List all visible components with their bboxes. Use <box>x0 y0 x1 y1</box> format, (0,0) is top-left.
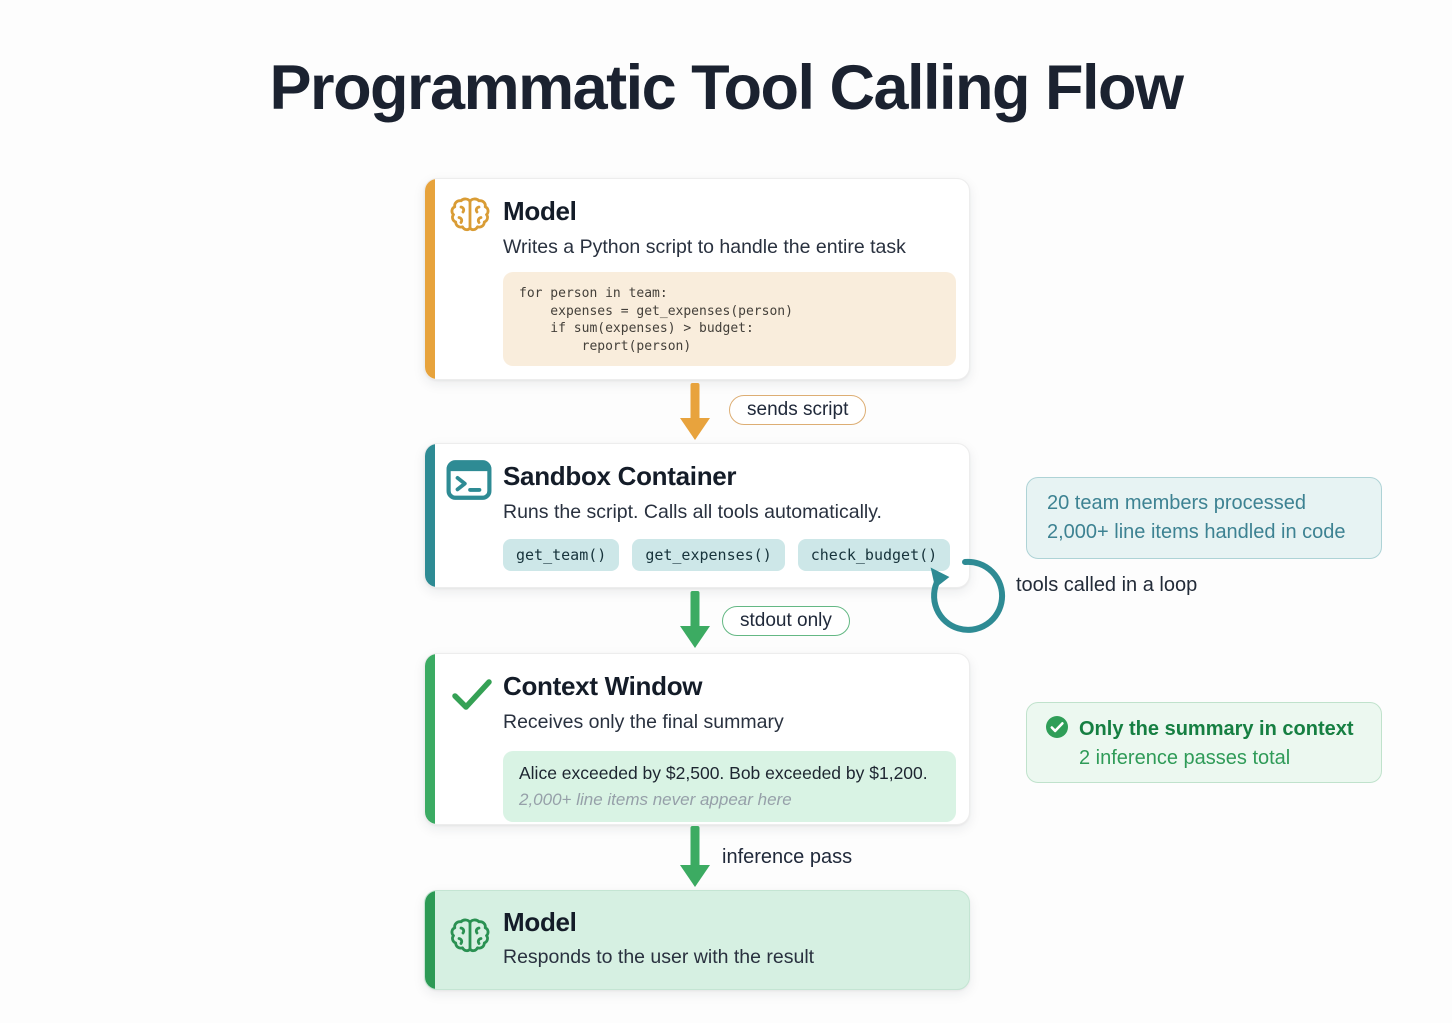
loop-arrow-icon <box>921 544 1009 651</box>
summary-note-text: 2,000+ line items never appear here <box>519 790 792 809</box>
brain-icon <box>446 194 494 243</box>
terminal-icon <box>446 459 492 506</box>
loop-label: tools called in a loop <box>1016 574 1198 596</box>
tool-chip: get_team() <box>503 539 620 571</box>
summary-context-note: Only the summary in context 2 inference … <box>1026 702 1382 783</box>
card-title: Context Window <box>503 671 703 701</box>
summary-main-text: Alice exceeded by $2,500. Bob exceeded b… <box>519 763 928 783</box>
brain-icon <box>446 915 494 964</box>
code-line: expenses = get_expenses(person) <box>519 303 793 319</box>
card-subtitle: Receives only the final summary <box>503 711 784 733</box>
accent-stripe <box>425 444 435 587</box>
processed-note: 20 team members processed 2,000+ line it… <box>1026 477 1382 559</box>
code-line: report(person) <box>519 338 692 354</box>
check-circle-icon <box>1045 715 1069 744</box>
card-context-window: Context Window Receives only the final s… <box>424 653 970 825</box>
accent-stripe <box>425 654 435 824</box>
summary-note-line1: Only the summary in context <box>1079 718 1354 740</box>
summary-note-line2: 2 inference passes total <box>1079 747 1291 769</box>
processed-note-line1: 20 team members processed <box>1047 492 1307 514</box>
card-title: Model <box>503 196 577 226</box>
accent-stripe <box>425 891 435 989</box>
python-code-block: for person in team: expenses = get_expen… <box>503 272 956 366</box>
inference-pass-label: inference pass <box>722 846 853 868</box>
stdout-only-label: stdout only <box>722 606 850 636</box>
sends-script-label: sends script <box>729 395 867 425</box>
card-subtitle: Responds to the user with the result <box>503 946 815 968</box>
tool-chip-row: get_team() get_expenses() check_budget() <box>503 539 951 571</box>
card-sandbox-container: Sandbox Container Runs the script. Calls… <box>424 443 970 588</box>
card-model-bottom: Model Responds to the user with the resu… <box>424 890 970 990</box>
tool-chip: get_expenses() <box>632 539 785 571</box>
arrow-down-icon <box>677 826 713 893</box>
card-title: Sandbox Container <box>503 461 737 491</box>
code-line: if sum(expenses) > budget: <box>519 321 754 336</box>
accent-stripe <box>425 179 435 379</box>
page-title: Programmatic Tool Calling Flow <box>269 53 1184 123</box>
card-model-top: Model Writes a Python script to handle t… <box>424 178 970 380</box>
arrow-down-icon <box>677 591 713 654</box>
tool-chip: check_budget() <box>797 539 951 571</box>
check-icon <box>451 678 493 717</box>
summary-box: Alice exceeded by $2,500. Bob exceeded b… <box>503 751 956 822</box>
card-subtitle: Writes a Python script to handle the ent… <box>503 236 906 258</box>
card-subtitle: Runs the script. Calls all tools automat… <box>503 501 882 523</box>
code-line: for person in team: <box>519 286 668 301</box>
arrow-down-icon <box>677 383 713 446</box>
card-title: Model <box>503 907 577 937</box>
processed-note-line2: 2,000+ line items handled in code <box>1047 521 1346 543</box>
